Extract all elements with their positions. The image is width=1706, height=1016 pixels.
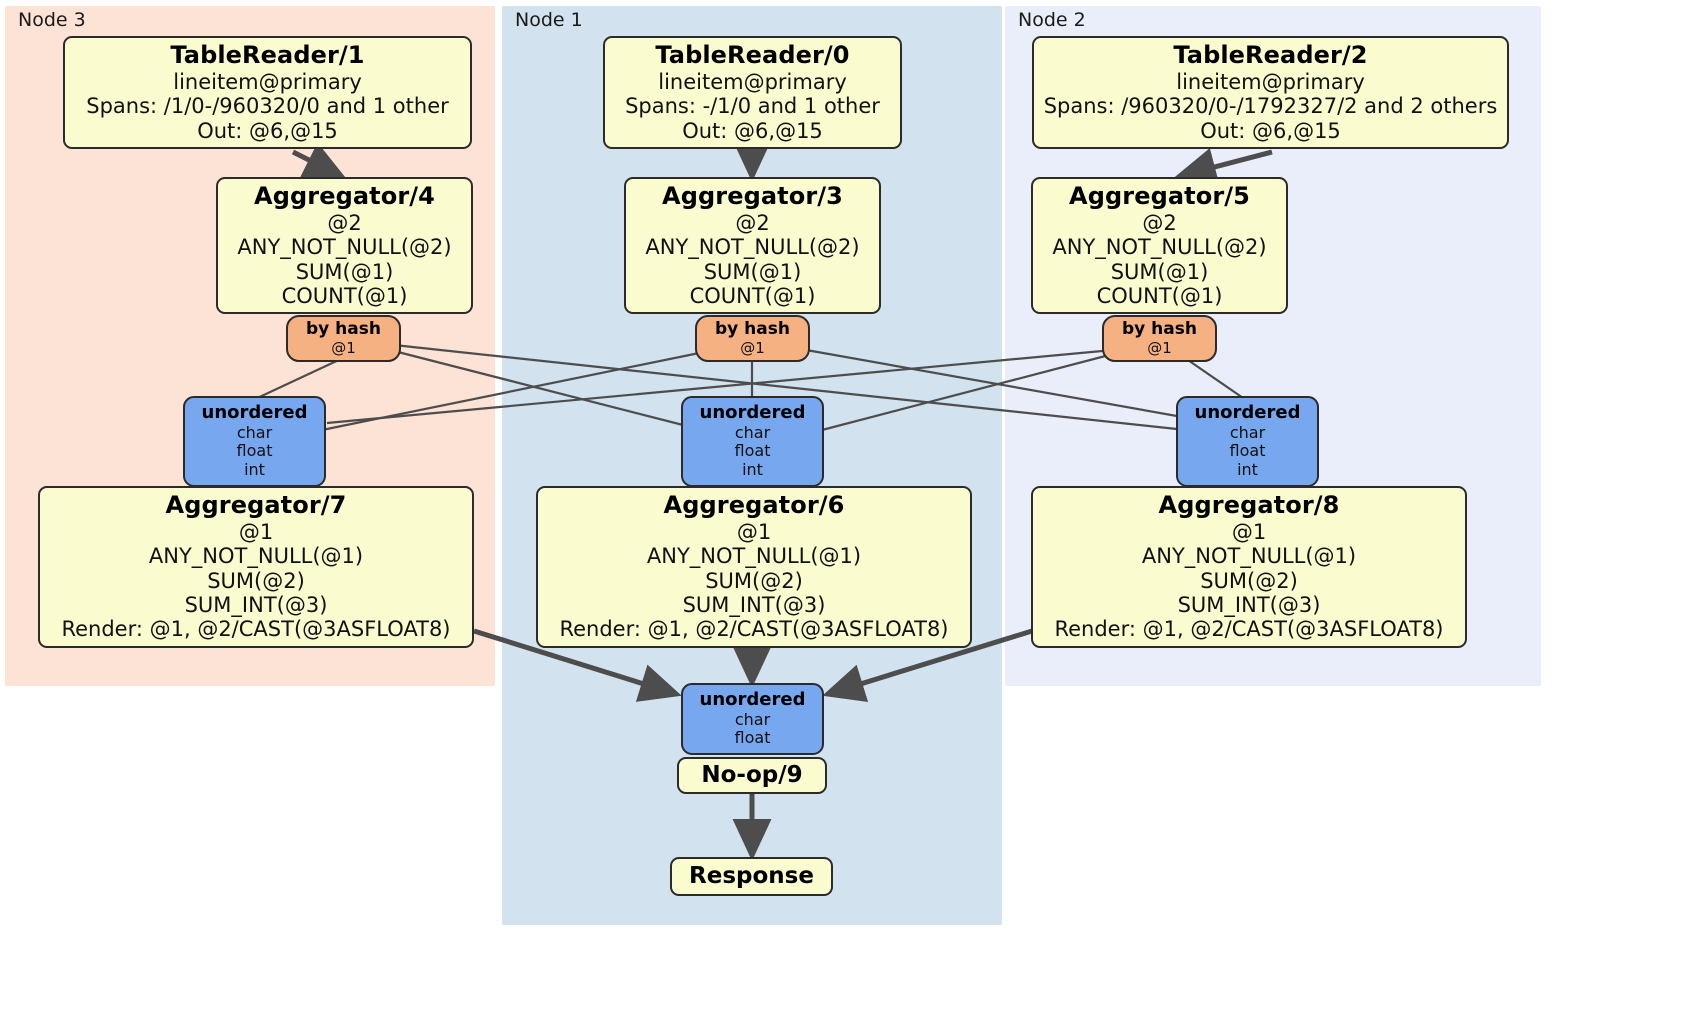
panel-label-node-2: Node 2 [1018,9,1086,31]
node-detail: Out: @6,@15 [197,118,338,143]
node-detail: @1 [736,519,772,544]
node-detail: Spans: -/1/0 and 1 other [625,94,880,119]
node-detail: COUNT(@1) [1096,283,1223,308]
panel-label-node-3: Node 3 [18,9,86,31]
node-aggregator-3[interactable]: Aggregator/3 @2 ANY_NOT_NULL(@2) SUM(@1)… [624,177,881,315]
node-aggregator-5[interactable]: Aggregator/5 @2 ANY_NOT_NULL(@2) SUM(@1)… [1031,177,1288,315]
router-title: by hash [306,319,381,339]
receiver-type: float [734,441,771,461]
node-title: TableReader/2 [1173,41,1368,69]
node-detail: @1 [238,519,274,544]
node-detail: Spans: /960320/0-/1792327/2 and 2 others [1043,94,1498,119]
node-detail: SUM(@2) [1200,568,1298,593]
node-detail: @1 [1231,519,1267,544]
node-detail: COUNT(@1) [281,283,408,308]
receiver-title: unordered [699,689,806,710]
receiver-unordered-node-1[interactable]: unordered char float int [681,396,824,487]
node-response[interactable]: Response [670,857,833,896]
node-detail: COUNT(@1) [689,283,816,308]
receiver-unordered-final[interactable]: unordered char float [681,683,824,755]
node-title: No-op/9 [701,762,803,788]
receiver-type: float [1229,441,1266,461]
node-detail: SUM(@1) [295,259,394,284]
node-title: Aggregator/7 [165,491,347,519]
receiver-unordered-node-2[interactable]: unordered char float int [1176,396,1319,487]
node-detail: lineitem@primary [173,69,362,94]
router-title: by hash [715,319,790,339]
node-detail: lineitem@primary [658,69,847,94]
node-title: TableReader/1 [170,41,365,69]
node-title: Response [689,863,814,889]
node-title: TableReader/0 [655,41,850,69]
node-aggregator-4[interactable]: Aggregator/4 @2 ANY_NOT_NULL(@2) SUM(@1)… [216,177,473,315]
receiver-type: char [734,422,771,442]
router-detail: @1 [1147,338,1172,357]
node-detail: Spans: /1/0-/960320/0 and 1 other [86,94,449,119]
router-title: by hash [1122,319,1197,339]
node-tablereader-2[interactable]: TableReader/2 lineitem@primary Spans: /9… [1032,36,1509,149]
node-detail: SUM(@2) [705,568,803,593]
node-detail: SUM(@2) [207,568,305,593]
receiver-type: char [1229,422,1266,442]
node-aggregator-6[interactable]: Aggregator/6 @1 ANY_NOT_NULL(@1) SUM(@2)… [536,486,972,648]
node-title: Aggregator/6 [663,491,845,519]
node-detail: Out: @6,@15 [1200,118,1341,143]
receiver-title: unordered [1194,402,1301,423]
node-title: Aggregator/5 [1069,182,1250,210]
receiver-type: int [742,459,763,479]
receiver-type: float [734,728,771,748]
node-tablereader-0[interactable]: TableReader/0 lineitem@primary Spans: -/… [603,36,902,149]
node-detail: SUM_INT(@3) [1177,592,1321,617]
node-detail: lineitem@primary [1176,69,1365,94]
receiver-type: float [236,441,273,461]
receiver-unordered-node-3[interactable]: unordered char float int [183,396,326,487]
panel-label-node-1: Node 1 [515,9,583,31]
node-detail: SUM_INT(@3) [682,592,826,617]
node-detail: @2 [327,210,362,235]
node-detail: ANY_NOT_NULL(@1) [646,544,862,569]
node-aggregator-7[interactable]: Aggregator/7 @1 ANY_NOT_NULL(@1) SUM(@2)… [38,486,474,648]
node-detail: Out: @6,@15 [682,118,823,143]
node-render: Render: @1, @2/CAST(@3ASFLOAT8) [559,617,949,642]
receiver-title: unordered [201,402,308,423]
receiver-title: unordered [699,402,806,423]
node-aggregator-8[interactable]: Aggregator/8 @1 ANY_NOT_NULL(@1) SUM(@2)… [1031,486,1467,648]
router-by-hash-node-3[interactable]: by hash @1 [286,315,401,363]
node-title: Aggregator/3 [662,182,843,210]
node-detail: ANY_NOT_NULL(@2) [645,235,860,260]
router-by-hash-node-1[interactable]: by hash @1 [695,315,810,363]
node-detail: SUM(@1) [1110,259,1209,284]
node-detail: @2 [1142,210,1177,235]
receiver-type: char [236,422,273,442]
router-detail: @1 [331,338,356,357]
node-title: Aggregator/4 [254,182,435,210]
receiver-type: char [734,709,771,729]
receiver-type: int [244,459,265,479]
node-render: Render: @1, @2/CAST(@3ASFLOAT8) [61,617,451,642]
router-by-hash-node-2[interactable]: by hash @1 [1102,315,1217,363]
node-detail: @2 [735,210,770,235]
node-detail: ANY_NOT_NULL(@2) [1052,235,1267,260]
receiver-type: int [1237,459,1258,479]
node-tablereader-1[interactable]: TableReader/1 lineitem@primary Spans: /1… [63,36,472,149]
router-detail: @1 [740,338,765,357]
node-detail: SUM(@1) [703,259,802,284]
node-detail: SUM_INT(@3) [184,592,328,617]
node-detail: ANY_NOT_NULL(@1) [1141,544,1357,569]
node-noop-9[interactable]: No-op/9 [677,757,827,794]
node-detail: ANY_NOT_NULL(@2) [237,235,452,260]
node-title: Aggregator/8 [1158,491,1340,519]
node-render: Render: @1, @2/CAST(@3ASFLOAT8) [1054,617,1444,642]
node-detail: ANY_NOT_NULL(@1) [148,544,364,569]
